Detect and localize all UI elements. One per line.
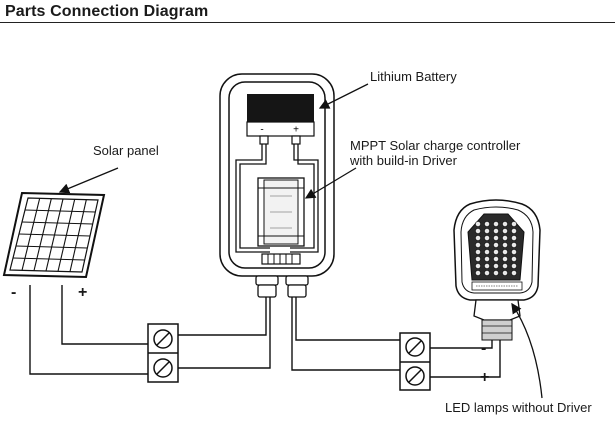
- led-chip-icon: [475, 242, 481, 248]
- panel-plus-label: +: [78, 284, 88, 301]
- screw-icon: [153, 329, 173, 349]
- label-pointers: [58, 83, 543, 399]
- led-chip-icon: [484, 263, 490, 269]
- terminal-block-lamp: [399, 332, 431, 391]
- led-chip-icon: [484, 270, 490, 276]
- led-chip-icon: [511, 242, 517, 248]
- led-chip-icon: [484, 228, 490, 234]
- cable-glands: [255, 275, 309, 298]
- title-divider: [0, 22, 615, 23]
- led-chip-icon: [502, 249, 508, 255]
- led-chip-icon: [475, 256, 481, 262]
- led-chip-icon: [493, 235, 499, 241]
- lamp-minus-label: -: [481, 340, 487, 357]
- terminal-block-solar: [147, 323, 179, 383]
- lamp-wires: [291, 297, 501, 378]
- led-chip-icon: [484, 249, 490, 255]
- controller-output-terminals: [261, 253, 301, 265]
- battery-wires: [235, 144, 319, 253]
- led-chip-icon: [511, 263, 517, 269]
- led-chip-icon: [475, 249, 481, 255]
- battery-label: Lithium Battery: [370, 69, 457, 84]
- led-chip-icon: [493, 242, 499, 248]
- led-chip-icon: [511, 221, 517, 227]
- led-chip-icon: [475, 228, 481, 234]
- led-chip-icon: [511, 270, 517, 276]
- solar-wires: [29, 285, 271, 375]
- led-chip-icon: [484, 256, 490, 262]
- led-chip-icon: [502, 228, 508, 234]
- led-chip-icon: [511, 228, 517, 234]
- battery-plus-terminal-label: +: [293, 125, 299, 136]
- led-chip-icon: [511, 235, 517, 241]
- led-chip-icon: [493, 228, 499, 234]
- led-street-lamp: [453, 199, 541, 341]
- led-chip-icon: [475, 263, 481, 269]
- led-chip-icon: [502, 242, 508, 248]
- controller-label-line1: MPPT Solar charge controller: [350, 138, 521, 153]
- led-chip-icon: [484, 221, 490, 227]
- lamp-plus-label: +: [480, 369, 490, 386]
- led-chip-icon: [502, 221, 508, 227]
- led-chip-icon: [511, 256, 517, 262]
- led-chip-icon: [475, 221, 481, 227]
- led-chip-icon: [493, 263, 499, 269]
- led-chip-icon: [484, 242, 490, 248]
- led-chip-icon: [502, 263, 508, 269]
- led-chip-icon: [484, 235, 490, 241]
- led-chip-icon: [502, 270, 508, 276]
- led-chip-icon: [511, 249, 517, 255]
- led-chip-icon: [502, 235, 508, 241]
- led-chip-icon: [493, 270, 499, 276]
- mppt-controller: [257, 177, 305, 247]
- lithium-battery: - +: [246, 94, 315, 145]
- screw-icon: [405, 366, 425, 386]
- led-chip-icon: [493, 221, 499, 227]
- page-title: Parts Connection Diagram: [5, 3, 209, 20]
- screw-icon: [153, 358, 173, 378]
- solar-panel: [2, 191, 106, 279]
- led-chip-icon: [493, 249, 499, 255]
- led-chip-icon: [475, 235, 481, 241]
- led-chip-icon: [502, 256, 508, 262]
- solar-panel-label: Solar panel: [93, 143, 159, 158]
- panel-minus-label: -: [11, 284, 17, 301]
- led-lamp-label: LED lamps without Driver: [445, 400, 592, 415]
- controller-label-line2: with build-in Driver: [350, 153, 457, 168]
- screw-icon: [405, 337, 425, 357]
- led-chip-icon: [475, 270, 481, 276]
- led-chip-icon: [493, 256, 499, 262]
- battery-minus-terminal-label: -: [260, 125, 263, 136]
